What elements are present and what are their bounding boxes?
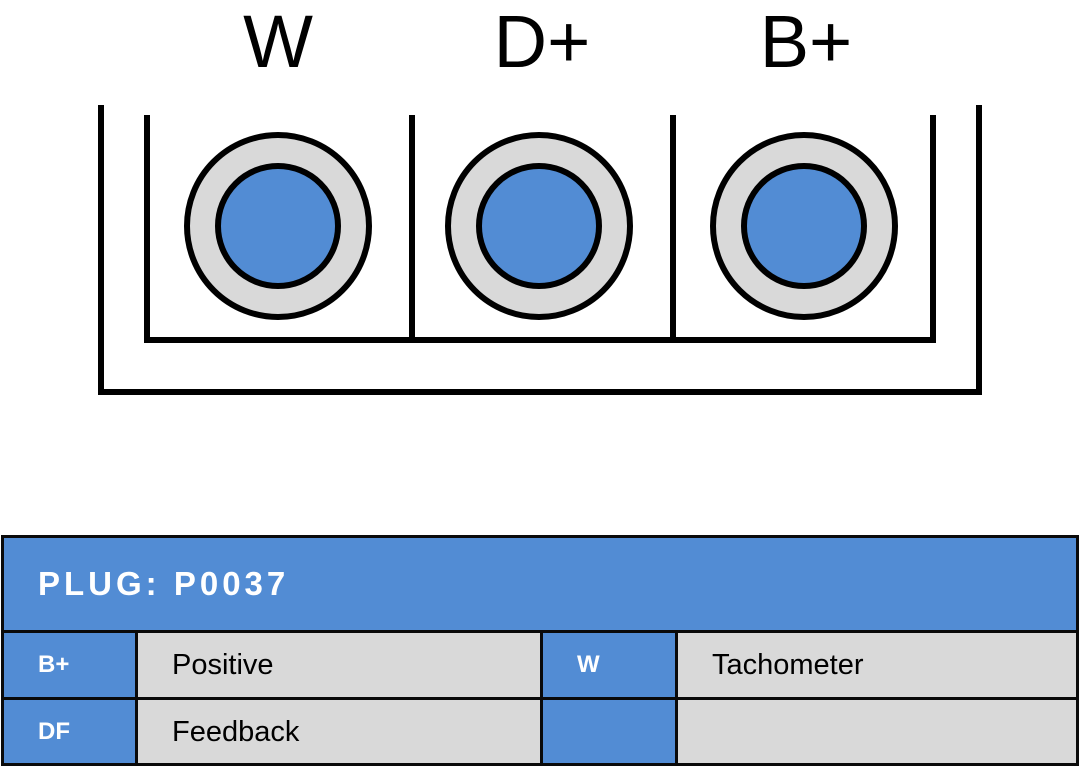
row-1-val-2: Tachometer <box>678 633 1076 697</box>
row-2-key-2 <box>543 700 675 763</box>
pin-label-w: W <box>243 0 313 83</box>
pin-w-icon <box>184 132 372 320</box>
pin-d-plus-icon <box>445 132 633 320</box>
row-2-val-2 <box>678 700 1076 763</box>
row-2-key-1: DF <box>4 700 135 763</box>
pin-label-b-plus: B+ <box>759 0 853 83</box>
pin-label-d-plus: D+ <box>493 0 591 83</box>
pin-b-plus-icon <box>710 132 898 320</box>
plug-table: PLUG: P0037 B+ Positive W Tachometer DF … <box>1 535 1079 766</box>
outer-housing <box>98 105 982 395</box>
row-1-key-1: B+ <box>4 633 135 697</box>
inner-housing <box>144 115 936 343</box>
row-2-val-1: Feedback <box>138 700 540 763</box>
row-1-key-2: W <box>543 633 675 697</box>
plug-title: PLUG: P0037 <box>4 538 1076 630</box>
row-1-val-1: Positive <box>138 633 540 697</box>
